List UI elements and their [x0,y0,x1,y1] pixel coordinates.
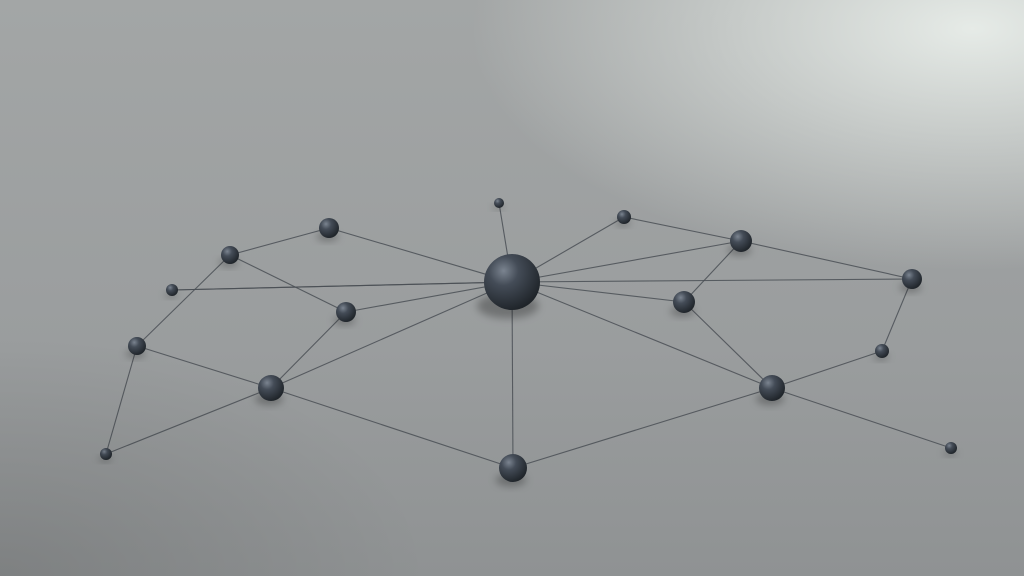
graph-node [673,291,695,313]
edge-layer [105,202,952,469]
graph-node [166,284,178,296]
graph-edge [105,387,272,455]
graph-edge [511,278,913,283]
hub-node [484,254,540,310]
graph-edge [229,227,330,256]
graph-edge [512,387,773,469]
graph-edge [136,345,272,389]
graph-node [875,344,889,358]
graph-node [617,210,631,224]
graph-edge [740,240,913,280]
graph-node [128,337,146,355]
graph-edge [623,216,742,242]
graph-node [759,375,785,401]
graph-edge [229,254,347,313]
graph-edge [270,387,514,469]
graph-edge [683,301,773,389]
graph-node [319,218,339,238]
graph-node [499,454,527,482]
graph-node [100,448,112,460]
graph-node [730,230,752,252]
graph-edge [105,345,138,455]
graph-edge [511,240,742,283]
node-layer [100,198,957,482]
graph-edge [171,281,513,291]
graph-edge [345,281,513,313]
graph-edge [771,350,883,389]
graph-node [945,442,957,454]
graph-edge [270,311,347,389]
graph-node [336,302,356,322]
graph-node [258,375,284,401]
graph-node [902,269,922,289]
graph-node [494,198,504,208]
graph-edge [328,227,513,283]
graph-edge [511,281,685,303]
graph-edge [511,281,773,389]
graph-edge [136,254,231,347]
graph-edge [270,281,513,389]
graph-edge [771,387,952,449]
graph-node [221,246,239,264]
